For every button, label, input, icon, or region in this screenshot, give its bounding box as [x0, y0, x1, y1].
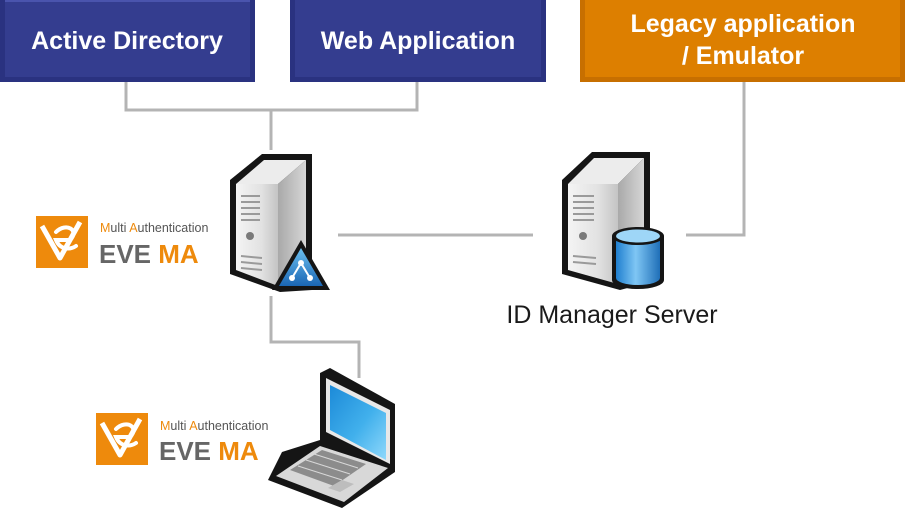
legacy-application-label-line1: Legacy application — [630, 10, 855, 38]
database-cylinder-icon — [612, 227, 664, 289]
logo-subtitle: Multi Authentication — [160, 419, 268, 433]
eve-logo-icon — [96, 413, 148, 465]
active-directory-box: Active Directory — [0, 0, 255, 82]
connector-lines — [124, 80, 746, 378]
logo-subtitle: Multi Authentication — [100, 221, 208, 235]
web-application-box: Web Application — [290, 0, 546, 82]
legacy-application-box: Legacy application / Emulator — [580, 0, 905, 82]
active-directory-label: Active Directory — [31, 27, 223, 55]
eve-ma-logo: Multi Authentication EVE MA — [36, 216, 208, 269]
logo-brand: EVE MA — [159, 436, 259, 466]
laptop-icon — [268, 368, 395, 508]
logo-brand: EVE MA — [99, 239, 199, 269]
server-with-connector-icon — [230, 154, 330, 292]
link-directory-webapp — [124, 80, 419, 112]
eve-logo-icon — [36, 216, 88, 268]
eve-ma-logo: Multi Authentication EVE MA — [96, 413, 268, 466]
link-eve-to-laptop — [269, 296, 361, 378]
id-manager-caption: ID Manager Server — [506, 301, 717, 329]
legacy-application-label-line2: / Emulator — [682, 42, 805, 70]
database-server-icon — [562, 152, 664, 290]
link-idmanager-legacy — [686, 82, 746, 237]
connector-badge-icon — [272, 240, 330, 290]
web-application-label: Web Application — [321, 27, 515, 55]
